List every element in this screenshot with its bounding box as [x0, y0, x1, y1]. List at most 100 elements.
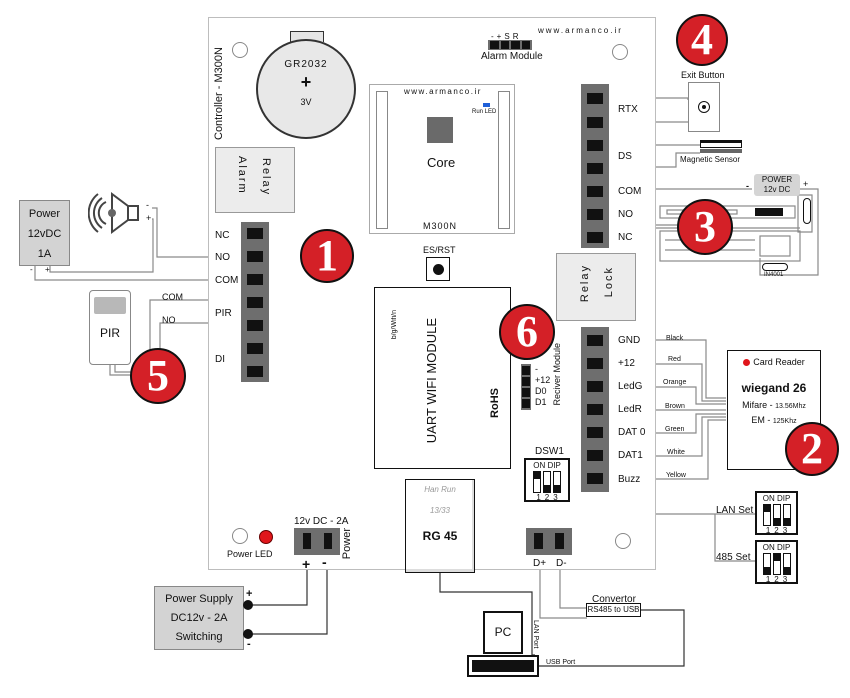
card-reader-mifare: Mifare - 13.56Mhz — [728, 400, 820, 410]
terminal-label-no: NO — [215, 252, 230, 263]
relay-alarm: Relay Alarm — [215, 147, 295, 213]
dip-toggle-2[interactable] — [772, 504, 781, 526]
receiver-pin-labels: - +12 D0 D1 — [535, 364, 550, 408]
dip-num: 3 — [553, 493, 558, 502]
wire-usb — [538, 609, 685, 667]
dip-toggle-1[interactable] — [762, 504, 771, 526]
core-model: M300N — [423, 221, 458, 231]
button-dot-icon — [432, 263, 444, 275]
uart-wifi-module: b/g/Wifi/n UART WIFI MODULE RoHS — [374, 287, 511, 469]
terminal-pin — [587, 473, 603, 484]
alarm-module-pins: -+SR — [491, 32, 521, 41]
usb-port-label: USB Port — [546, 659, 576, 666]
alarm-module-connector — [488, 40, 532, 50]
card-reader-em: EM - 125Khz — [728, 415, 820, 425]
terminal-label-ledg: LedG — [618, 381, 643, 392]
power-supply-line3: Switching — [175, 631, 223, 643]
core-pin-header-left — [376, 91, 388, 229]
dip-toggle-1[interactable] — [533, 471, 541, 493]
psu-minus-label: - — [247, 638, 251, 650]
terminal-pin — [587, 335, 603, 346]
exit-button-label: Exit Button — [681, 70, 725, 80]
dip-header: ON DIP — [533, 461, 561, 470]
dip-num: 2 — [544, 493, 550, 502]
dip-toggle-3[interactable] — [782, 553, 791, 575]
dip-toggle-1[interactable] — [762, 553, 771, 575]
alarm-power-plus: + — [45, 265, 50, 274]
power-led — [259, 530, 273, 544]
terminal-pin — [587, 427, 603, 438]
power-supply-line2: DC12v - 2A — [170, 612, 228, 624]
power-supply-line1: Power Supply — [165, 593, 233, 605]
wire-power-plus — [759, 188, 819, 276]
dip-num: 3 — [782, 575, 788, 584]
terminal-label-no: NO — [618, 209, 633, 220]
magnetic-sensor-label: Magnetic Sensor — [680, 155, 741, 164]
lock-power-plus: + — [803, 179, 809, 189]
core-pin-header-right — [498, 91, 510, 229]
converter-title: Convertor — [592, 594, 636, 605]
terminal-pin — [324, 533, 332, 549]
lock-magnet — [755, 208, 783, 216]
diode-icon — [762, 263, 788, 271]
pin-plus: + — [496, 32, 505, 41]
dip-toggle-3[interactable] — [782, 504, 791, 526]
terminal-label-pir: PIR — [215, 308, 232, 319]
lock-power-supply: POWER 12v DC — [754, 174, 800, 196]
em-label: EM - — [751, 415, 773, 425]
alarm-power-supply: Power 12vDC 1A — [19, 200, 70, 266]
card-reader-protocol: wiegand 26 — [741, 381, 807, 395]
relay-alarm-line1: Relay — [260, 158, 272, 197]
pir-label: PIR — [99, 326, 120, 340]
dsw1-label: DSW1 — [535, 446, 564, 457]
dip-toggle-2[interactable] — [772, 553, 781, 575]
dip-toggle-3[interactable] — [553, 471, 561, 493]
rj45-brand: Han Run — [424, 485, 456, 494]
power-minus: - — [322, 554, 327, 570]
terminal-label-12: +12 — [618, 358, 635, 369]
alarm-power-line1: Power — [28, 208, 61, 220]
dip-header: ON DIP — [762, 543, 791, 552]
dip-toggle-2[interactable] — [543, 471, 551, 493]
receiver-pin-d1: D1 — [535, 397, 547, 407]
lock-power-line2: 12v DC — [763, 185, 791, 194]
terminal-label-gnd: GND — [618, 335, 641, 346]
relay-lock-line2: Lock — [603, 266, 615, 298]
terminal-pin — [587, 358, 603, 369]
terminal-pin — [247, 251, 263, 262]
terminal-pin — [587, 163, 603, 174]
wire-color-yellow: Yellow — [666, 472, 686, 479]
alarm-terminal-block — [241, 222, 269, 382]
terminal-pin — [587, 404, 603, 415]
core-module: www.armanco.ir Run LED Core M300N — [369, 84, 515, 234]
pin-r: R — [512, 32, 522, 41]
psu-plus-label: + — [246, 588, 253, 600]
wire-power-com — [34, 266, 260, 281]
wire-color-white: White — [667, 449, 685, 456]
terminal-pin — [587, 186, 603, 197]
callout-badge-2: 2 — [785, 422, 839, 476]
card-reader-title: Card Reader — [753, 357, 805, 367]
relay-lock-line1: Relay — [579, 264, 591, 303]
magnetic-sensor-part2 — [700, 149, 742, 153]
rj45-port: Han Run 13/33 RG 45 — [405, 479, 475, 573]
battery-gr2032: GR2032 + 3V — [256, 39, 356, 139]
rs485-pin-dminus: D- — [556, 558, 567, 569]
dip-num: 2 — [774, 526, 779, 535]
relay-lock: Relay Lock — [556, 253, 636, 321]
wire-color-black: Black — [666, 335, 684, 342]
terminal-pin — [247, 343, 263, 354]
rj45-label: RG 45 — [422, 529, 458, 543]
terminal-label-di: DI — [215, 354, 225, 365]
lan-port-label: LAN Port — [532, 620, 539, 649]
exit-button[interactable] — [688, 82, 720, 132]
pir-com-label: COM — [162, 292, 183, 302]
reset-button[interactable] — [426, 257, 450, 281]
exit-button-icon — [698, 101, 710, 113]
terminal-pin — [247, 297, 263, 308]
magnetic-sensor-part1 — [700, 140, 742, 148]
board-title: Controller - M300N — [213, 47, 225, 140]
